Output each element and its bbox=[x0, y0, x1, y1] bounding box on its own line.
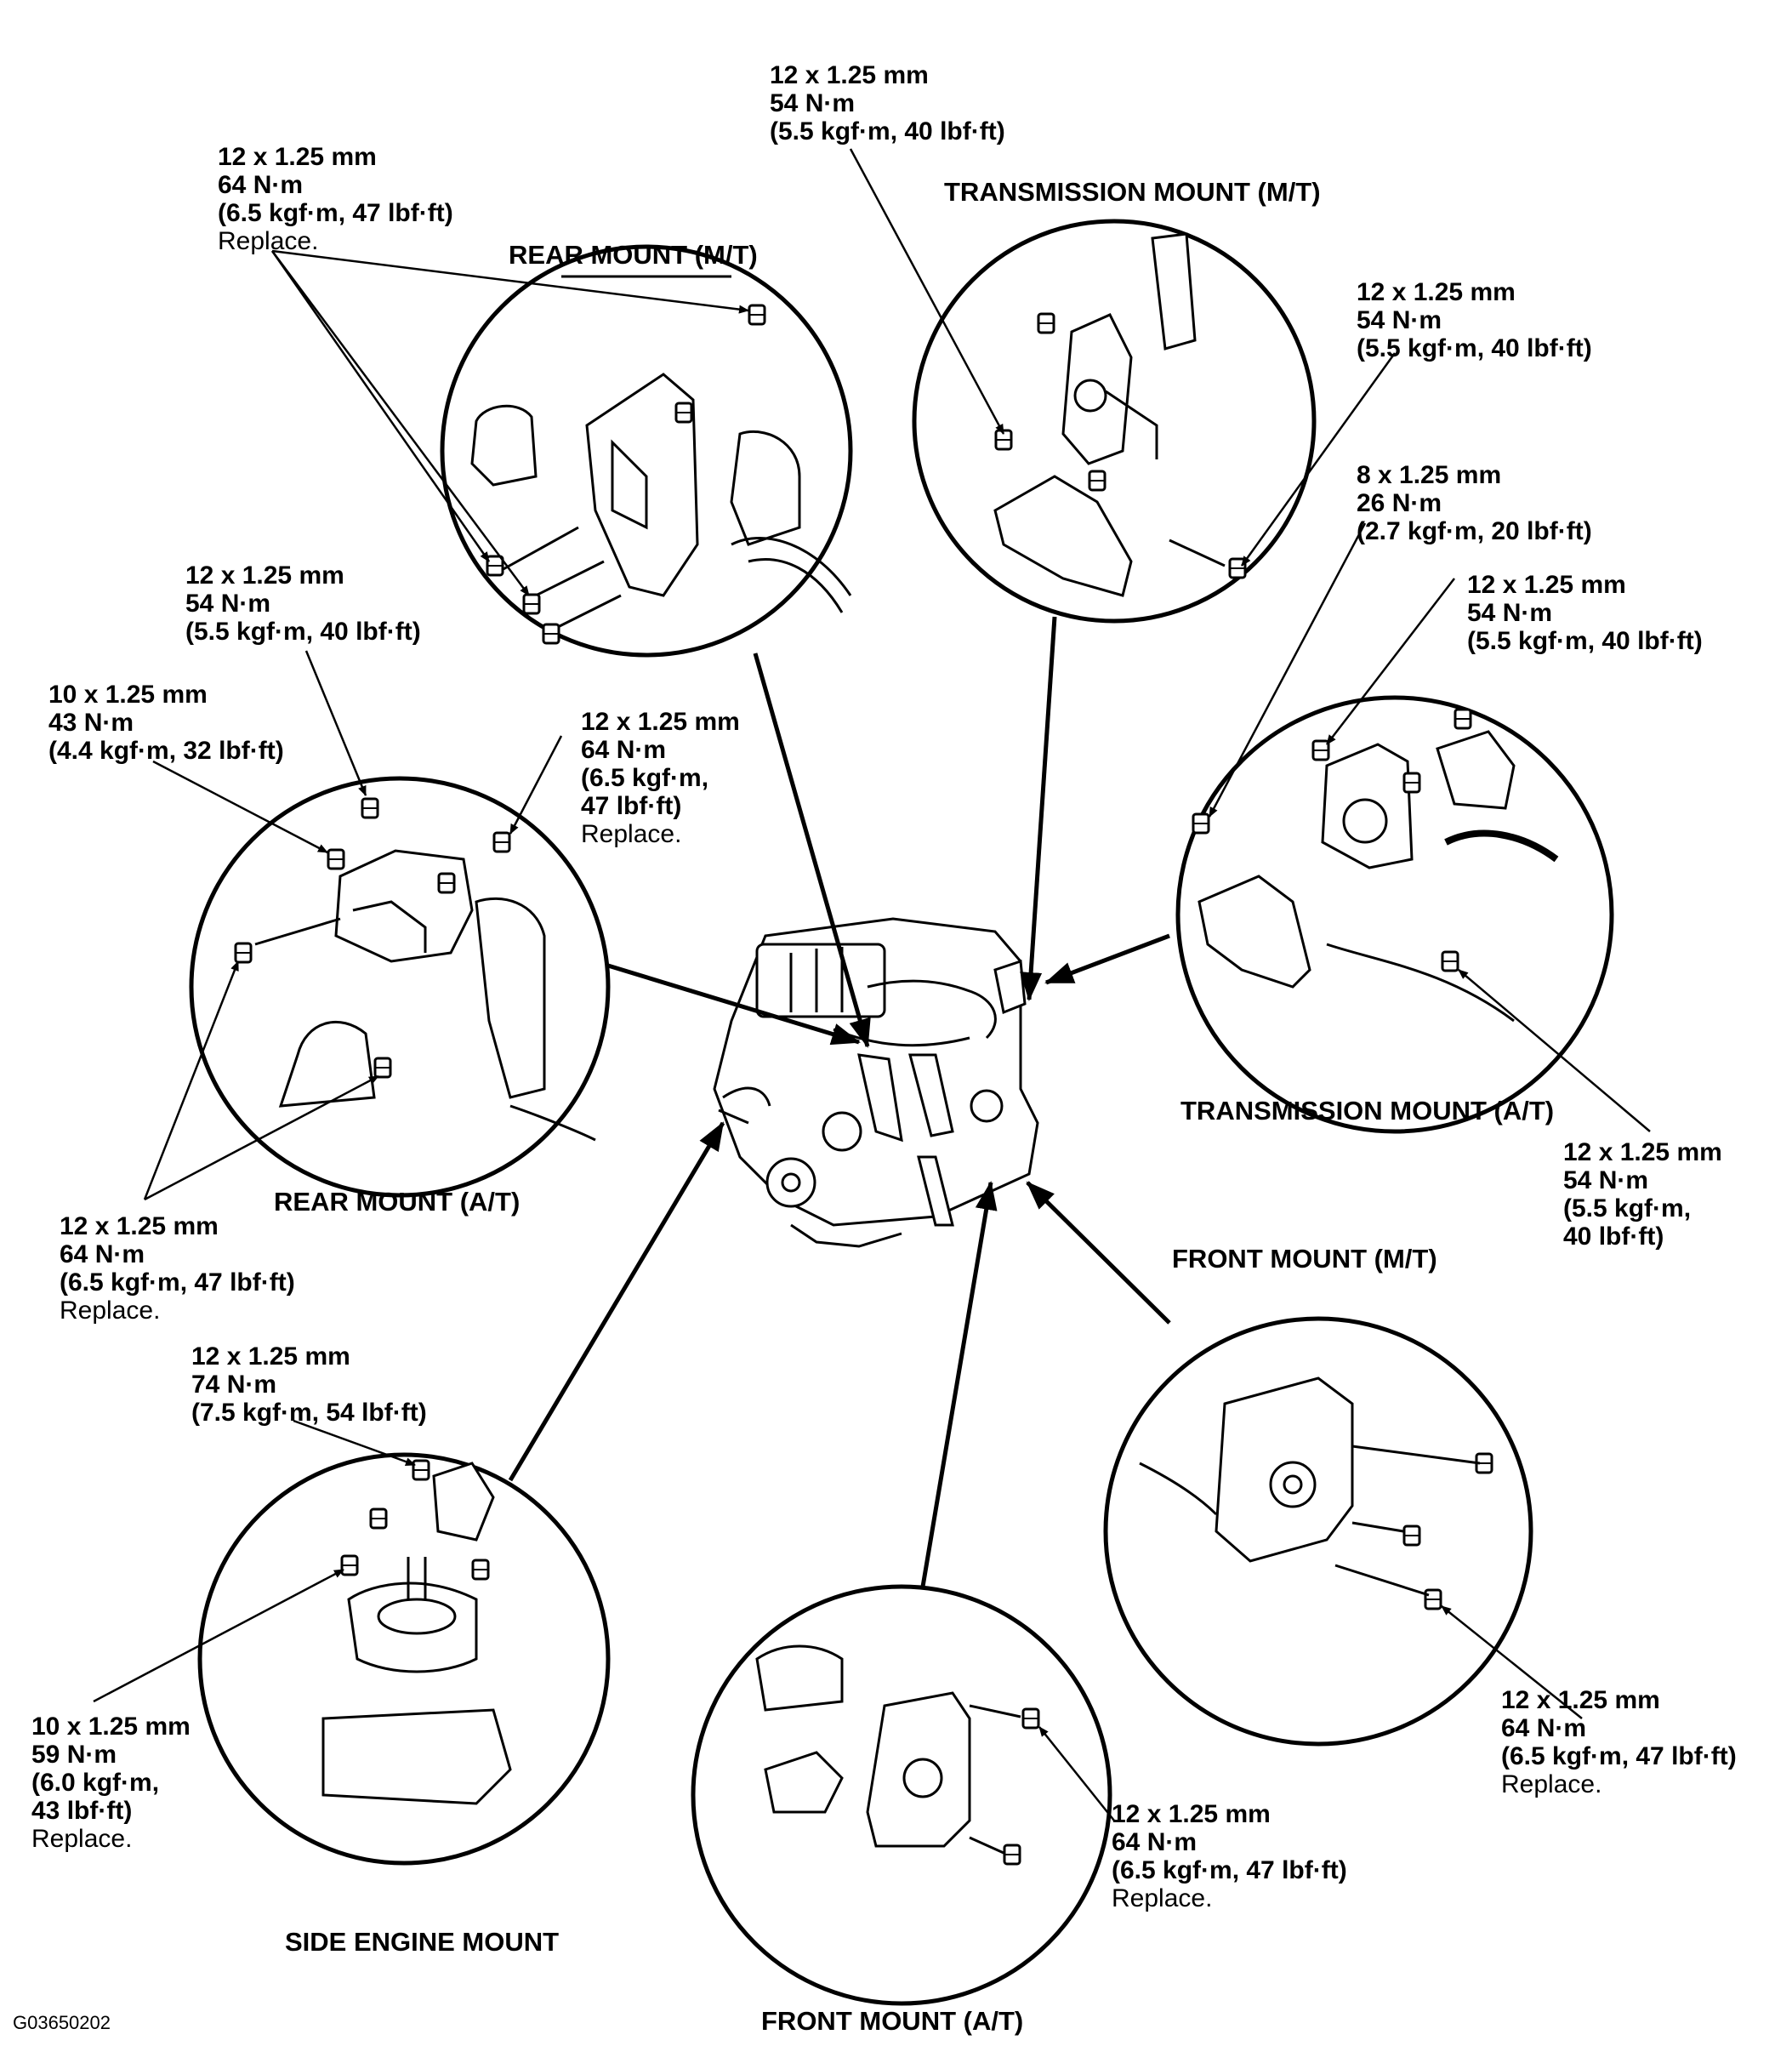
torque: 64 N·m bbox=[1501, 1714, 1587, 1742]
arrow-side-mount bbox=[508, 1121, 725, 1482]
bolt-size: 12 x 1.25 mm bbox=[1563, 1138, 1722, 1166]
torque-alt: (7.5 kgf·m, 54 lbf·ft) bbox=[191, 1399, 427, 1427]
torque-alt: (6.5 kgf·m, 47 lbf·ft) bbox=[1112, 1856, 1347, 1884]
torque: 43 N·m bbox=[48, 709, 134, 737]
arrow-rear-mt bbox=[753, 653, 871, 1048]
torque-alt-2: 47 lbf·ft) bbox=[581, 792, 682, 820]
title-side-engine-mount: SIDE ENGINE MOUNT bbox=[285, 1927, 560, 1957]
title-transmission-mount-mt: TRANSMISSION MOUNT (M/T) bbox=[944, 177, 1321, 207]
bolt-size: 10 x 1.25 mm bbox=[31, 1713, 191, 1741]
front-mount-at-parts bbox=[755, 1644, 1040, 1866]
arrow-front-mt bbox=[1026, 1181, 1171, 1325]
front-mount-mt-parts bbox=[1139, 1376, 1493, 1610]
torque-alt-2: 43 lbf·ft) bbox=[31, 1797, 133, 1825]
title-rear-mount-mt: REAR MOUNT (M/T) bbox=[509, 240, 758, 270]
spec-side-mount-left: 10 x 1.25 mm 59 N·m (6.0 kgf·m, 43 lbf·f… bbox=[31, 1713, 191, 1853]
spec-transmission-mount-at-12mm: 12 x 1.25 mm 54 N·m (5.5 kgf·m, 40 lbf·f… bbox=[1467, 571, 1703, 655]
transmission-mount-at-parts bbox=[1192, 708, 1559, 1023]
arrow-front-at bbox=[920, 1181, 998, 1587]
torque: 64 N·m bbox=[581, 736, 667, 764]
title-front-mount-mt: FRONT MOUNT (M/T) bbox=[1172, 1244, 1437, 1274]
replace-note: Replace. bbox=[1112, 1884, 1213, 1912]
bolt-size: 12 x 1.25 mm bbox=[1467, 571, 1626, 599]
torque: 64 N·m bbox=[218, 171, 304, 199]
torque: 54 N·m bbox=[770, 89, 856, 117]
rear-mount-mt-circle bbox=[440, 244, 853, 658]
spec-top-center: 12 x 1.25 mm 54 N·m (5.5 kgf·m, 40 lbf·f… bbox=[770, 61, 1005, 145]
spec-front-mount-at: 12 x 1.25 mm 64 N·m (6.5 kgf·m, 47 lbf·f… bbox=[1112, 1800, 1347, 1912]
arrow-trans-mt bbox=[1020, 616, 1057, 1001]
bolt-size: 12 x 1.25 mm bbox=[1357, 278, 1516, 306]
title-front-mount-at: FRONT MOUNT (A/T) bbox=[761, 2006, 1024, 2036]
torque-alt: (6.5 kgf·m, 47 lbf·ft) bbox=[60, 1268, 295, 1297]
replace-note: Replace. bbox=[60, 1297, 161, 1325]
torque: 54 N·m bbox=[1357, 306, 1442, 334]
torque: 74 N·m bbox=[191, 1371, 277, 1399]
bolt-size: 12 x 1.25 mm bbox=[1112, 1800, 1271, 1828]
spec-transmission-mount-at-bottom: 12 x 1.25 mm 54 N·m (5.5 kgf·m, 40 lbf·f… bbox=[1563, 1138, 1722, 1251]
side-engine-mount-circle bbox=[197, 1452, 611, 1866]
transmission-mount-at-circle bbox=[1175, 695, 1614, 1134]
spec-rear-mount-at-10mm: 10 x 1.25 mm 43 N·m (4.4 kgf·m, 32 lbf·f… bbox=[48, 681, 284, 765]
spec-side-mount-top: 12 x 1.25 mm 74 N·m (7.5 kgf·m, 54 lbf·f… bbox=[191, 1342, 427, 1427]
spec-front-mount-mt: 12 x 1.25 mm 64 N·m (6.5 kgf·m, 47 lbf·f… bbox=[1501, 1686, 1737, 1798]
rear-mount-mt-parts bbox=[470, 275, 852, 645]
bolt-size: 12 x 1.25 mm bbox=[770, 61, 929, 89]
torque-alt: (5.5 kgf·m, 40 lbf·ft) bbox=[1467, 627, 1703, 655]
torque-alt: (5.5 kgf·m, 40 lbf·ft) bbox=[770, 117, 1005, 145]
spec-rear-mount-at-bottom: 12 x 1.25 mm 64 N·m (6.5 kgf·m, 47 lbf·f… bbox=[60, 1212, 295, 1325]
transmission-mount-mt-circle bbox=[912, 219, 1317, 624]
torque: 59 N·m bbox=[31, 1741, 117, 1769]
transmission-mount-mt-parts bbox=[993, 232, 1247, 597]
replace-note: Replace. bbox=[31, 1825, 133, 1853]
title-rear-mount-at: REAR MOUNT (A/T) bbox=[274, 1187, 521, 1217]
bolt-size: 8 x 1.25 mm bbox=[1357, 461, 1502, 489]
spec-rear-mount-at-top: 12 x 1.25 mm 54 N·m (5.5 kgf·m, 40 lbf·f… bbox=[185, 561, 421, 646]
torque: 26 N·m bbox=[1357, 489, 1442, 517]
bolt-size: 12 x 1.25 mm bbox=[1501, 1686, 1660, 1714]
torque-alt-2: 40 lbf·ft) bbox=[1563, 1222, 1664, 1251]
spec-rear-mount-at-right: 12 x 1.25 mm 64 N·m (6.5 kgf·m, 47 lbf·f… bbox=[581, 708, 740, 848]
torque-alt: (4.4 kgf·m, 32 lbf·ft) bbox=[48, 737, 284, 765]
side-engine-mount-parts bbox=[321, 1459, 512, 1805]
torque: 54 N·m bbox=[1563, 1166, 1649, 1194]
torque: 64 N·m bbox=[60, 1240, 145, 1268]
bolt-size: 10 x 1.25 mm bbox=[48, 681, 208, 709]
arrow-rear-at bbox=[607, 963, 861, 1046]
torque-alt: (6.5 kgf·m, 47 lbf·ft) bbox=[218, 199, 453, 227]
figure-code: G03650202 bbox=[13, 2012, 111, 2033]
bolt-size: 12 x 1.25 mm bbox=[60, 1212, 219, 1240]
rear-mount-at-circle bbox=[189, 776, 611, 1198]
spec-transmission-mount-mt-right: 12 x 1.25 mm 54 N·m (5.5 kgf·m, 40 lbf·f… bbox=[1357, 278, 1592, 362]
torque-alt-1: (6.0 kgf·m, bbox=[31, 1769, 160, 1797]
bolt-size: 12 x 1.25 mm bbox=[191, 1342, 350, 1371]
replace-note: Replace. bbox=[1501, 1770, 1602, 1798]
torque-alt: (2.7 kgf·m, 20 lbf·ft) bbox=[1357, 517, 1592, 545]
torque: 54 N·m bbox=[1467, 599, 1553, 627]
rear-mount-at-parts bbox=[234, 797, 596, 1142]
spec-rear-mount-mt: 12 x 1.25 mm 64 N·m (6.5 kgf·m, 47 lbf·f… bbox=[218, 143, 453, 255]
arrow-trans-at bbox=[1044, 933, 1170, 985]
replace-note: Replace. bbox=[218, 227, 319, 255]
torque-alt: (5.5 kgf·m, 40 lbf·ft) bbox=[185, 618, 421, 646]
title-transmission-mount-at: TRANSMISSION MOUNT (A/T) bbox=[1180, 1096, 1555, 1126]
torque-alt-1: (5.5 kgf·m, bbox=[1563, 1194, 1692, 1222]
replace-note: Replace. bbox=[581, 820, 682, 848]
front-mount-mt-circle bbox=[1103, 1316, 1533, 1747]
torque-alt-1: (6.5 kgf·m, bbox=[581, 764, 709, 792]
torque-alt: (6.5 kgf·m, 47 lbf·ft) bbox=[1501, 1742, 1737, 1770]
spec-transmission-mount-at-8mm: 8 x 1.25 mm 26 N·m (2.7 kgf·m, 20 lbf·ft… bbox=[1357, 461, 1592, 545]
bolt-size: 12 x 1.25 mm bbox=[218, 143, 377, 171]
torque-alt: (5.5 kgf·m, 40 lbf·ft) bbox=[1357, 334, 1592, 362]
bolt-size: 12 x 1.25 mm bbox=[581, 708, 740, 736]
torque: 54 N·m bbox=[185, 590, 271, 618]
torque: 64 N·m bbox=[1112, 1828, 1198, 1856]
front-mount-at-circle bbox=[691, 1584, 1112, 2006]
bolt-size: 12 x 1.25 mm bbox=[185, 561, 344, 590]
